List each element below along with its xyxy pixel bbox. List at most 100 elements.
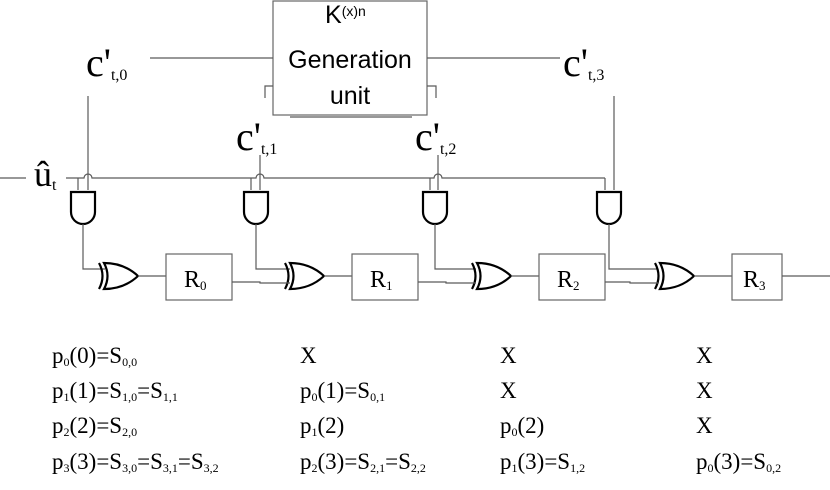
table-cell-subscript: 1,0 bbox=[122, 390, 137, 404]
table-cell-r2-c3: X bbox=[696, 413, 713, 438]
table-cell-text: X bbox=[696, 378, 713, 403]
table-cell-text: (1)=S bbox=[70, 378, 123, 403]
table-cell-text: p bbox=[300, 413, 312, 438]
table-cell-subscript: 3,1 bbox=[163, 461, 178, 475]
table-cell-r0-c0: p0(0)=S0,0 bbox=[52, 343, 137, 369]
table-cell-text: (0)=S bbox=[70, 343, 123, 368]
table-cell-text: X bbox=[300, 343, 317, 368]
label-c-t2: c't,2 bbox=[415, 114, 456, 159]
table-cell-text: p bbox=[696, 449, 708, 474]
table-cell-text: (2) bbox=[318, 413, 345, 438]
table-cell-r3-c1: p2(3)=S2,1=S2,2 bbox=[300, 449, 426, 475]
and-gate-2 bbox=[421, 190, 449, 226]
table-cell-subscript: 0 bbox=[708, 461, 714, 475]
table-cell-text: X bbox=[500, 343, 517, 368]
generation-unit-line2: unit bbox=[330, 82, 370, 110]
label-c-t1: c't,1 bbox=[236, 114, 277, 159]
table-cell-subscript: 3,0 bbox=[122, 461, 137, 475]
table-cell-subscript: 1,1 bbox=[163, 390, 178, 404]
table-cell-text: p bbox=[300, 378, 312, 403]
generation-unit-line1: Generation bbox=[288, 46, 412, 74]
register-r0-label: R0 bbox=[184, 267, 207, 293]
wire-r1-xor2 bbox=[418, 281, 476, 284]
table-cell-r1-c1: p0(1)=S0,1 bbox=[300, 378, 385, 404]
table-cell-subscript: 0 bbox=[512, 425, 518, 439]
table-cell-subscript: 2 bbox=[64, 425, 70, 439]
table-cell-subscript: 3,2 bbox=[204, 461, 219, 475]
table-cell-text: p bbox=[52, 413, 64, 438]
table-cell-subscript: 1,2 bbox=[570, 461, 585, 475]
table-cell-r3-c0: p3(3)=S3,0=S3,1=S3,2 bbox=[52, 449, 219, 475]
register-r0 bbox=[165, 253, 233, 301]
register-r2-label: R2 bbox=[557, 267, 580, 293]
label-c-t0: c't,0 bbox=[86, 40, 127, 85]
table-cell-subscript: 1 bbox=[512, 461, 518, 475]
table-cell-text: (3)=S bbox=[714, 449, 767, 474]
register-r1-label: R1 bbox=[370, 267, 393, 293]
label-c-t3: c't,3 bbox=[563, 40, 604, 85]
table-cell-r2-c0: p2(2)=S2,0 bbox=[52, 413, 137, 439]
table-cell-text: =S bbox=[137, 378, 163, 403]
table-cell-r1-c0: p1(1)=S1,0=S1,1 bbox=[52, 378, 178, 404]
wire-and0-xor0 bbox=[82, 224, 105, 270]
table-cell-r0-c1: X bbox=[300, 343, 317, 368]
register-r3 bbox=[731, 253, 783, 301]
table-cell-subscript: 2,2 bbox=[411, 461, 426, 475]
table-cell-text: p bbox=[52, 378, 64, 403]
and-gate-0 bbox=[69, 190, 97, 226]
wire-r2-xor3 bbox=[605, 281, 658, 284]
table-cell-text: (3)=S bbox=[70, 449, 123, 474]
register-r1 bbox=[351, 253, 419, 301]
table-cell-text: p bbox=[500, 413, 512, 438]
wire-c1-out bbox=[264, 85, 273, 98]
table-cell-subscript: 0 bbox=[312, 390, 318, 404]
table-cell-text: =S bbox=[137, 449, 163, 474]
xor-gate-1 bbox=[284, 261, 326, 291]
table-cell-subscript: 0,0 bbox=[122, 355, 137, 369]
and-gate-1 bbox=[242, 190, 270, 226]
generation-unit-title: K(x)n bbox=[325, 1, 366, 29]
table-cell-subscript: 0,1 bbox=[370, 390, 385, 404]
table-cell-r3-c3: p0(3)=S0,2 bbox=[696, 449, 781, 475]
wire-and3-xor3 bbox=[608, 224, 658, 270]
table-cell-text: p bbox=[300, 449, 312, 474]
table-cell-text: (2)=S bbox=[70, 413, 123, 438]
register-r3-label: R3 bbox=[743, 267, 766, 293]
table-cell-r0-c2: X bbox=[500, 343, 517, 368]
table-cell-r2-c2: p0(2) bbox=[500, 413, 544, 439]
table-cell-text: =S bbox=[385, 449, 411, 474]
register-r2 bbox=[538, 253, 606, 301]
table-cell-r1-c3: X bbox=[696, 378, 713, 403]
table-cell-text: X bbox=[696, 413, 713, 438]
table-cell-text: X bbox=[696, 343, 713, 368]
table-cell-subscript: 1 bbox=[64, 390, 70, 404]
table-cell-subscript: 2,1 bbox=[370, 461, 385, 475]
input-bus bbox=[66, 173, 605, 179]
generation-unit-box bbox=[272, 0, 428, 116]
wire-and1-xor1 bbox=[255, 224, 290, 270]
table-cell-subscript: 1 bbox=[312, 425, 318, 439]
table-cell-subscript: 2,0 bbox=[122, 425, 137, 439]
table-cell-subscript: 0 bbox=[64, 355, 70, 369]
table-cell-subscript: 0,2 bbox=[766, 461, 781, 475]
table-cell-r2-c1: p1(2) bbox=[300, 413, 344, 439]
wire-and2-xor2 bbox=[434, 224, 476, 270]
table-cell-subscript: 2 bbox=[312, 461, 318, 475]
and-gate-3 bbox=[595, 190, 623, 226]
label-u-hat: ût bbox=[34, 154, 57, 194]
xor-gate-2 bbox=[471, 261, 513, 291]
wire-c2-out bbox=[427, 85, 437, 98]
table-cell-text: p bbox=[52, 343, 64, 368]
table-cell-text: X bbox=[500, 378, 517, 403]
table-cell-text: p bbox=[52, 449, 64, 474]
table-cell-text: =S bbox=[178, 449, 204, 474]
table-cell-text: (3)=S bbox=[518, 449, 571, 474]
table-cell-subscript: 3 bbox=[64, 461, 70, 475]
table-cell-r0-c3: X bbox=[696, 343, 713, 368]
wire-r0-xor1 bbox=[232, 281, 290, 284]
table-cell-text: (2) bbox=[518, 413, 545, 438]
table-cell-r1-c2: X bbox=[500, 378, 517, 403]
